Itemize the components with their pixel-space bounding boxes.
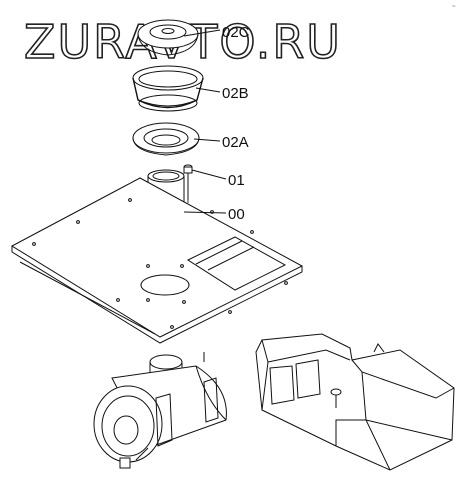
callout-02b: 02B: [222, 85, 249, 102]
part-02c-cap: [137, 19, 199, 56]
part-02b-cup: [132, 65, 204, 112]
part-02a-ring: [132, 122, 200, 156]
excavator-location-view: [255, 333, 455, 471]
corner-mark: ~: [452, 4, 456, 10]
air-cleaner-assembly: [93, 352, 227, 469]
callout-00: 00: [228, 206, 245, 223]
mounting-plate: [10, 177, 304, 344]
callout-02c: 02C: [222, 24, 250, 41]
callout-02a: 02A: [222, 134, 249, 151]
leader-lines: [183, 29, 227, 214]
callout-01: 01: [228, 172, 245, 189]
